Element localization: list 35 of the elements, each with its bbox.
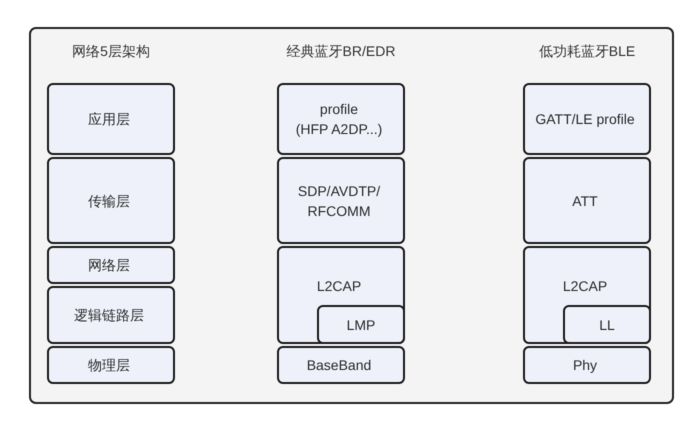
layer-box <box>277 157 405 244</box>
layer-label: (HFP A2DP...) <box>296 120 382 139</box>
layer-box <box>523 83 651 155</box>
layer-box <box>523 346 651 384</box>
layer-label: 网络层 <box>88 256 130 275</box>
column-heading: 经典蓝牙BR/EDR <box>286 42 396 61</box>
layer-label: BaseBand <box>306 356 372 375</box>
layer-box <box>523 246 651 344</box>
layer-label: SDP/AVDTP/ RFCOMM <box>296 182 382 220</box>
layer-label: 应用层 <box>88 110 130 129</box>
layer-box <box>523 157 651 244</box>
layer-label: L2CAP <box>316 277 362 296</box>
layer-label: 传输层 <box>88 192 130 210</box>
frame-box <box>29 27 674 404</box>
layer-box <box>277 246 405 344</box>
layer-label: L2CAP <box>562 277 608 296</box>
layer-label: ATT <box>572 192 598 210</box>
layer-label: 逻辑链路层 <box>74 306 144 325</box>
layer-label: LMP <box>346 316 376 334</box>
column-heading: 网络5层架构 <box>72 42 150 61</box>
layer-box <box>277 346 405 384</box>
layer-box <box>47 157 175 244</box>
layer-label: Phy <box>572 356 598 375</box>
layer-box <box>563 305 651 344</box>
layer-box <box>47 83 175 155</box>
layer-box <box>317 305 405 344</box>
column-heading: 低功耗蓝牙BLE <box>538 42 636 61</box>
layer-label: GATT/LE profile <box>535 110 635 129</box>
layer-box <box>47 286 175 344</box>
layer-box <box>47 346 175 384</box>
layer-label: 物理层 <box>88 356 130 375</box>
layer-label: LL <box>599 316 615 334</box>
layer-box <box>47 246 175 284</box>
layer-label: profile <box>320 100 358 119</box>
layer-box <box>277 83 405 155</box>
